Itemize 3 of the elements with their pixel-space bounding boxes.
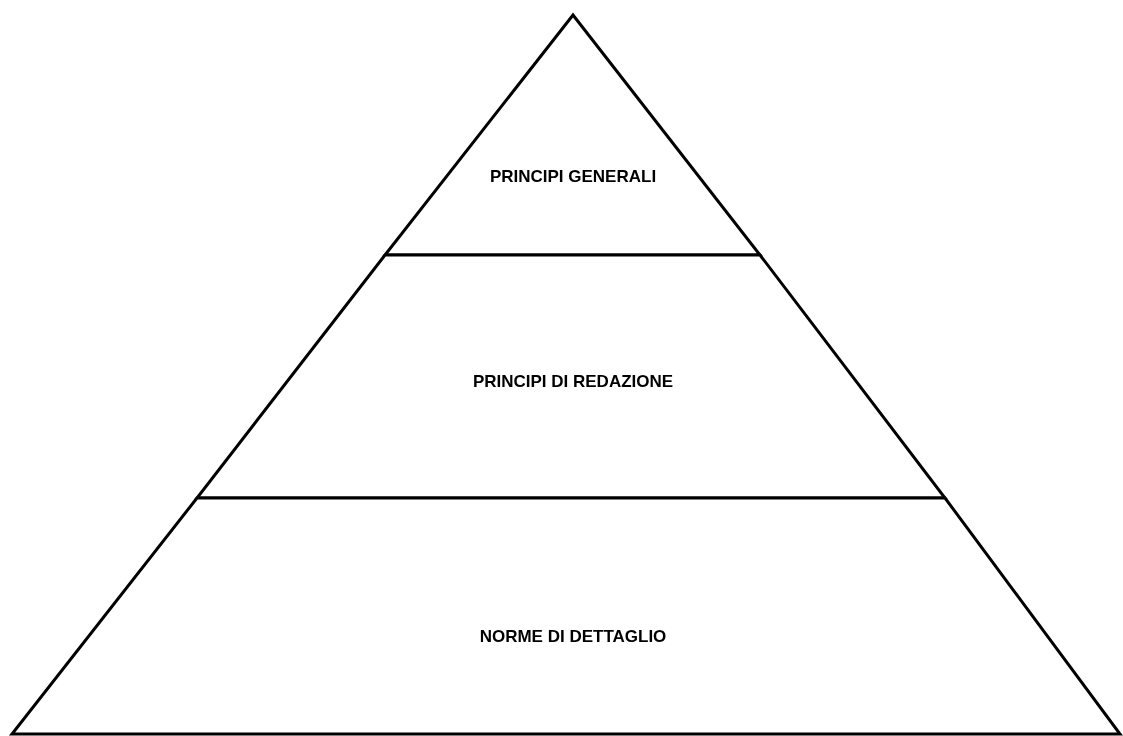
tier-label: PRINCIPI DI REDAZIONE bbox=[472, 372, 674, 392]
tier-label: PRINCIPI GENERALI bbox=[489, 167, 657, 187]
tier-label: NORME DI DETTAGLIO bbox=[479, 627, 667, 647]
